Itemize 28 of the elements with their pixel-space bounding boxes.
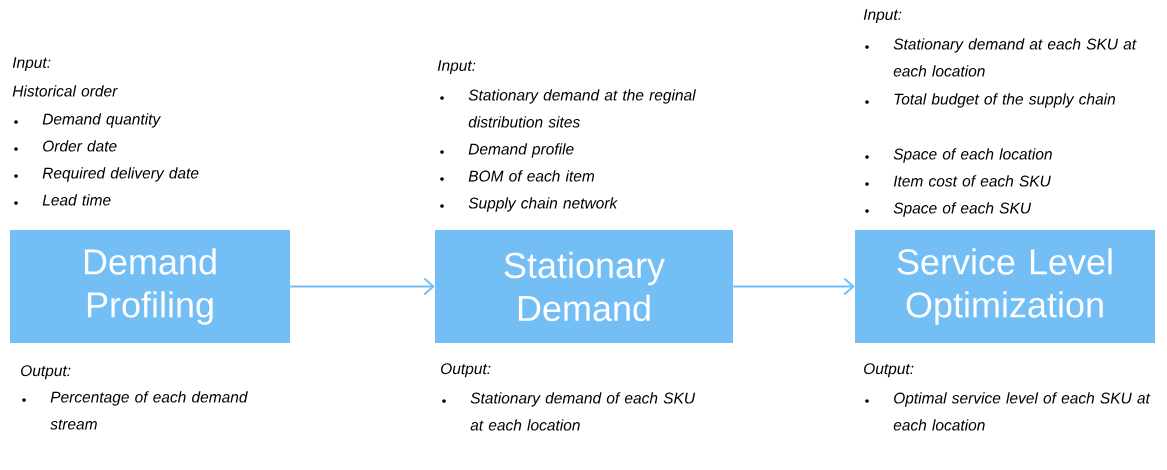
bullet-item: Demand profile [440, 143, 574, 158]
arrow [732, 277, 855, 296]
bullet-item: Stationary demand of each SKU at each location [442, 392, 696, 431]
bullet-item: Demand quantity [14, 113, 161, 128]
bullet-item: Space of each SKU [865, 202, 1032, 217]
list-heading: Input: [863, 9, 902, 24]
process-box: Demand Profiling [10, 230, 290, 343]
list-heading: Output: [864, 363, 914, 378]
list-heading: Historical order [12, 85, 118, 97]
arrow [289, 277, 435, 296]
bullet-item: Stationary demand at each SKU at each location [865, 38, 1137, 77]
bullet-item: Supply chain network [440, 197, 618, 212]
process-box: Stationary Demand [435, 230, 733, 343]
list-heading: Input: [12, 57, 51, 72]
bullet-item: BOM of each item [440, 170, 595, 182]
bullet-item: Percentage of each demand stream [22, 391, 248, 430]
bullet-item: Optimal service level of each SKU at each location [865, 392, 1151, 431]
list-heading: Output: [441, 363, 491, 378]
bullet-item: Lead time [14, 194, 111, 206]
list-heading: Output: [21, 365, 71, 380]
bullet-item: Order date [14, 140, 117, 152]
bullet-item: Total budget of the supply chain [865, 93, 1116, 108]
bullet-item: Required delivery date [14, 167, 199, 182]
process-box: Service Level Optimization [855, 230, 1155, 343]
bullet-item: Item cost of each SKU [865, 175, 1051, 187]
bullet-item: Stationary demand at the reginal distribution sites [440, 89, 696, 128]
bullet-item: Space of each location [865, 148, 1052, 163]
list-heading: Input: [437, 60, 476, 75]
